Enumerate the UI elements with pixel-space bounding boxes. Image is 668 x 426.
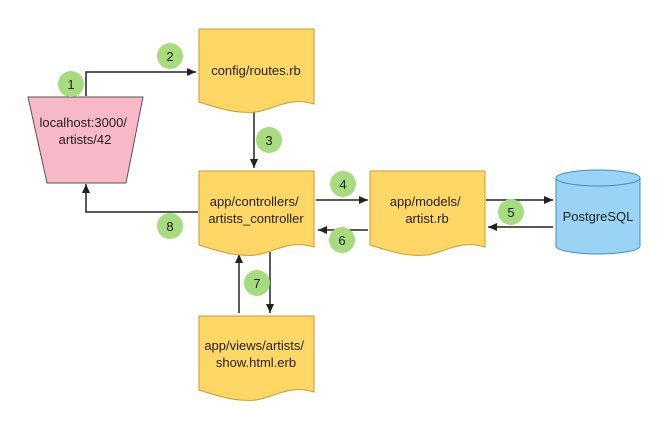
step-badge-6-circle — [329, 227, 355, 253]
step-badge-1: 1 — [58, 71, 84, 97]
step-badge-4-label: 4 — [339, 177, 346, 192]
controller-label-line-1: app/controllers/ — [210, 194, 299, 209]
browser-shape — [27, 96, 144, 184]
step-badge-5-circle — [498, 199, 524, 225]
model-label-line-2: artist.rb — [405, 211, 448, 226]
routes-label-line-1: config/routes.rb — [211, 63, 301, 78]
browser-label: localhost:3000/ artists/42 — [39, 115, 130, 147]
step-badge-2-label: 2 — [166, 49, 173, 64]
browser-label-line-2: artists/42 — [59, 132, 112, 147]
step-badges: 1 2 3 4 5 6 7 8 — [58, 43, 524, 296]
step-badge-3: 3 — [256, 127, 282, 153]
routes-label: config/routes.rb — [211, 63, 301, 78]
view-label-line-1: app/views/artists/ — [204, 338, 304, 353]
browser-label-line-1: localhost:3000/ — [39, 115, 127, 130]
database-body — [555, 178, 641, 255]
step-badge-1-label: 1 — [67, 77, 74, 92]
routes-node: config/routes.rb — [198, 28, 315, 113]
step-badge-3-label: 3 — [265, 133, 272, 148]
step-badge-7-circle — [244, 270, 270, 296]
database-label-line-1: PostgreSQL — [563, 209, 634, 224]
model-document-shape — [369, 170, 486, 256]
step-badge-3-circle — [256, 127, 282, 153]
view-label-line-2: show.html.erb — [216, 355, 296, 370]
step-badge-8: 8 — [157, 213, 183, 239]
step-badge-5-label: 5 — [507, 205, 514, 220]
model-node: app/models/ artist.rb — [369, 170, 486, 256]
step-badge-8-label: 8 — [166, 219, 173, 234]
routes-document-shape — [198, 28, 315, 113]
step-badge-6-label: 6 — [338, 233, 345, 248]
edge-browser-to-routes — [85, 68, 196, 96]
step-badge-1-circle — [58, 71, 84, 97]
step-badge-7-label: 7 — [253, 276, 260, 291]
step-badge-2-circle — [157, 43, 183, 69]
step-badge-4: 4 — [330, 171, 356, 197]
database-node: PostgreSQL — [555, 169, 641, 255]
step-badge-6: 6 — [329, 227, 355, 253]
database-label: PostgreSQL — [563, 209, 634, 224]
view-label: app/views/artists/ show.html.erb — [204, 338, 307, 370]
database-top — [555, 169, 641, 187]
model-label: app/models/ artist.rb — [390, 194, 464, 226]
step-badge-5: 5 — [498, 199, 524, 225]
step-badge-8-circle — [157, 213, 183, 239]
controller-document-shape — [198, 170, 315, 256]
step-badge-4-circle — [330, 171, 356, 197]
view-document-shape — [198, 315, 315, 401]
edges — [82, 68, 553, 313]
view-node: app/views/artists/ show.html.erb — [198, 315, 315, 401]
edge-controller-to-browser — [82, 184, 198, 213]
browser-node: localhost:3000/ artists/42 — [27, 96, 144, 184]
controller-label: app/controllers/ artists_controller — [208, 194, 304, 226]
nodes: localhost:3000/ artists/42 config/routes… — [27, 28, 641, 401]
controller-label-line-2: artists_controller — [208, 211, 304, 226]
controller-node: app/controllers/ artists_controller — [198, 170, 315, 256]
model-label-line-1: app/models/ — [390, 194, 461, 209]
step-badge-2: 2 — [157, 43, 183, 69]
step-badge-7: 7 — [244, 270, 270, 296]
